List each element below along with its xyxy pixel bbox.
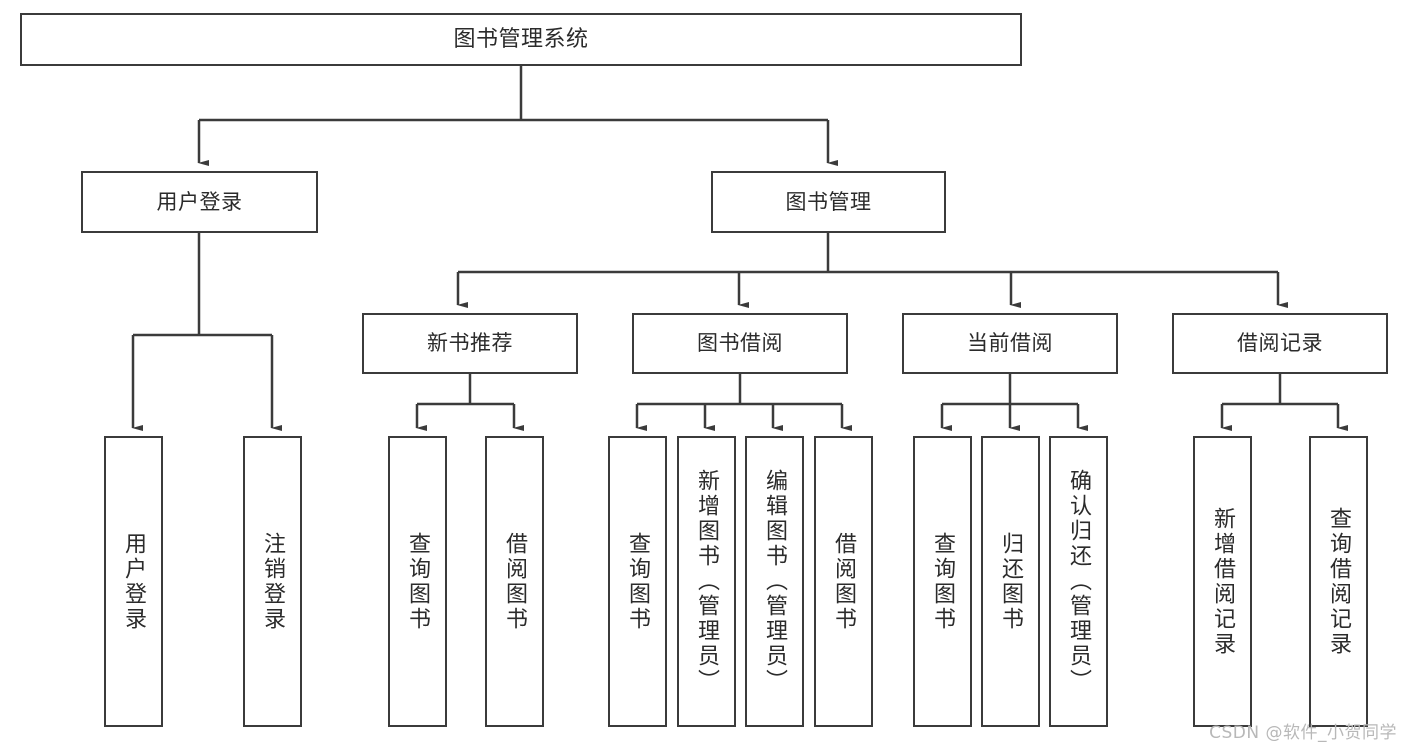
leaf-record-query[interactable]: 查询借阅记录	[1309, 436, 1368, 727]
leaf-borrow-borrow-book-label: 借阅图书	[831, 531, 857, 632]
leaf-record-add[interactable]: 新增借阅记录	[1193, 436, 1252, 727]
watermark: CSDN @软件_小贺同学	[1209, 723, 1397, 743]
leaf-current-return-book-label: 归还图书	[998, 531, 1024, 632]
leaf-borrow-edit-book-label: 编辑图书（管理员）	[762, 469, 788, 694]
node-user-login-label: 用户登录	[156, 189, 243, 214]
node-new-book-recommend[interactable]: 新书推荐	[362, 313, 578, 374]
node-root-label: 图书管理系统	[453, 26, 589, 52]
leaf-user-login-signin-label: 用户登录	[121, 531, 147, 632]
leaf-borrow-query-book[interactable]: 查询图书	[608, 436, 667, 727]
leaf-borrow-add-book[interactable]: 新增图书（管理员）	[677, 436, 736, 727]
leaf-current-confirm-return-label: 确认归还（管理员）	[1066, 469, 1092, 694]
leaf-new-book-borrow-label: 借阅图书	[502, 531, 528, 632]
leaf-borrow-borrow-book[interactable]: 借阅图书	[814, 436, 873, 727]
node-borrow-record-label: 借阅记录	[1237, 331, 1323, 356]
node-book-management[interactable]: 图书管理	[711, 171, 946, 233]
node-book-borrow[interactable]: 图书借阅	[632, 313, 848, 374]
leaf-new-book-query-label: 查询图书	[405, 531, 431, 632]
leaf-current-query-book[interactable]: 查询图书	[913, 436, 972, 727]
leaf-record-add-label: 新增借阅记录	[1210, 506, 1236, 657]
node-new-book-recommend-label: 新书推荐	[427, 331, 513, 356]
node-user-login[interactable]: 用户登录	[81, 171, 318, 233]
leaf-user-login-signin[interactable]: 用户登录	[104, 436, 163, 727]
node-root[interactable]: 图书管理系统	[20, 13, 1022, 66]
leaf-new-book-borrow[interactable]: 借阅图书	[485, 436, 544, 727]
leaf-borrow-query-book-label: 查询图书	[625, 531, 651, 632]
leaf-current-query-book-label: 查询图书	[930, 531, 956, 632]
node-current-borrow-label: 当前借阅	[967, 331, 1053, 356]
node-book-management-label: 图书管理	[785, 189, 872, 214]
node-borrow-record[interactable]: 借阅记录	[1172, 313, 1388, 374]
leaf-record-query-label: 查询借阅记录	[1326, 506, 1352, 657]
node-book-borrow-label: 图书借阅	[697, 331, 783, 356]
leaf-borrow-add-book-label: 新增图书（管理员）	[694, 469, 720, 694]
leaf-current-return-book[interactable]: 归还图书	[981, 436, 1040, 727]
leaf-user-login-signout-label: 注销登录	[260, 531, 286, 632]
leaf-new-book-query[interactable]: 查询图书	[388, 436, 447, 727]
leaf-user-login-signout[interactable]: 注销登录	[243, 436, 302, 727]
leaf-current-confirm-return[interactable]: 确认归还（管理员）	[1049, 436, 1108, 727]
node-current-borrow[interactable]: 当前借阅	[902, 313, 1118, 374]
leaf-borrow-edit-book[interactable]: 编辑图书（管理员）	[745, 436, 804, 727]
